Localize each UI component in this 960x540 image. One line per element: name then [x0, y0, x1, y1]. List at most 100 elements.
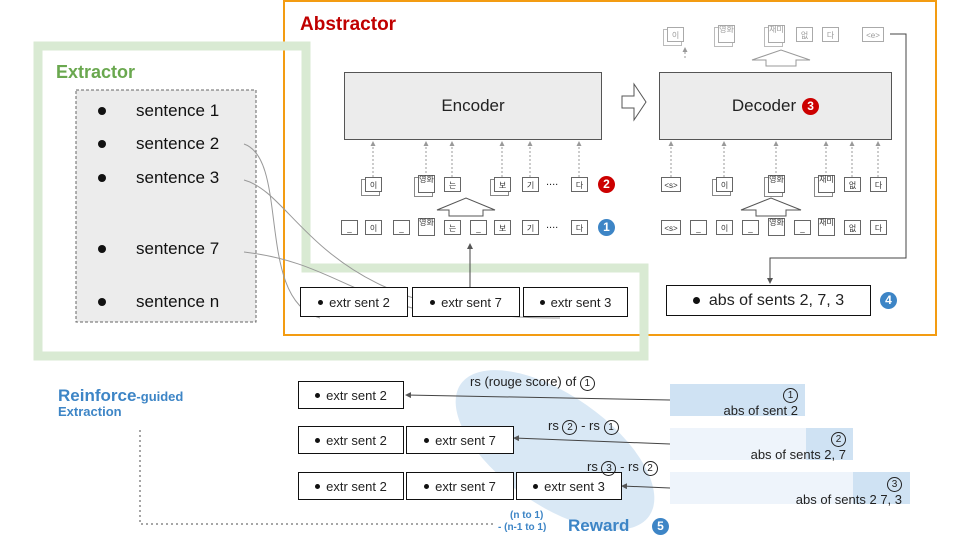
token: 영화: [768, 218, 785, 236]
circled-number: 1: [579, 376, 595, 391]
token: 영화: [418, 218, 435, 236]
rs-text: rs: [587, 459, 598, 474]
circled-number: 1: [783, 388, 798, 403]
badge-4: 4: [880, 292, 897, 309]
rl-extracted-label: extr sent 7: [435, 432, 496, 448]
extracted-box: extr sent 3: [523, 287, 628, 317]
token: _: [470, 220, 487, 235]
circled-number: 1: [603, 420, 619, 435]
circled-number: 2: [562, 420, 578, 435]
token: 재미: [818, 175, 835, 193]
reward-formula-line1: (n to 1): [510, 510, 544, 521]
bullet-icon: [315, 483, 321, 489]
token: 보: [494, 220, 511, 235]
token: 이: [716, 220, 733, 235]
sentence-item: sentence 7: [98, 239, 219, 259]
token: 이: [667, 27, 684, 42]
token: _: [341, 220, 358, 235]
bullet-icon: [539, 299, 545, 305]
bullet-icon: [424, 437, 430, 443]
extracted-label: extr sent 2: [329, 294, 390, 310]
abstractor-frame: [283, 0, 937, 336]
circled-number: 3: [887, 477, 902, 492]
ellipsis: ....: [546, 219, 559, 231]
rl-extracted-label: extr sent 2: [326, 478, 387, 494]
token: _: [393, 220, 410, 235]
badge-1: 1: [598, 219, 615, 236]
reward-formula-line2: - (n-1 to 1): [498, 522, 547, 533]
token: 없: [844, 177, 861, 192]
rl-extracted-box: extr sent 2: [298, 381, 404, 409]
token: 다: [870, 220, 887, 235]
sentence-item: sentence 2: [98, 134, 219, 154]
rl-extracted-label: extr sent 2: [326, 387, 387, 403]
reward-label: Reward: [568, 516, 630, 535]
extracted-box: extr sent 2: [300, 287, 408, 317]
bullet-icon: [98, 107, 106, 115]
reinforce-title-line2: Extraction: [58, 404, 122, 419]
abstract-result-label: abs of sents 2, 7, 3: [708, 291, 845, 309]
token: 다: [870, 177, 887, 192]
bullet-icon: [98, 140, 106, 148]
token: 는: [444, 177, 461, 192]
encoder-dashed-arrows: [370, 141, 582, 177]
bullet-icon: [98, 298, 106, 306]
reinforce-title-main: Reinforce: [58, 386, 137, 405]
rl-extracted-label: extr sent 3: [544, 478, 605, 494]
token: 영화: [768, 175, 785, 193]
bullet-icon: [692, 297, 700, 304]
token: 없: [844, 220, 861, 235]
token: 재미: [768, 25, 785, 43]
token: 영화: [718, 25, 735, 43]
row2-score-label: rs 2 - rs 1: [548, 418, 619, 435]
bullet-icon: [533, 483, 539, 489]
token: _: [690, 220, 707, 235]
token: _: [742, 220, 759, 235]
rl-extracted-box: extr sent 7: [406, 426, 514, 454]
reinforce-title-suffix: -guided: [136, 389, 184, 404]
bullet-icon: [315, 437, 321, 443]
token: 는: [444, 220, 461, 235]
circled-number: 2: [642, 461, 658, 476]
badge-2: 2: [598, 176, 615, 193]
abstractor-title: Abstractor: [300, 14, 397, 35]
badge-5: 5: [652, 518, 669, 535]
rs-text: - rs: [620, 459, 639, 474]
extractor-title: Extractor: [56, 62, 136, 82]
token: 영화: [418, 175, 435, 193]
dec-out-arrow: [751, 49, 811, 67]
extractor-frame: [33, 41, 649, 361]
reinforce-title: Reinforce-guided: [58, 386, 183, 406]
rl-extracted-label: extr sent 2: [326, 432, 387, 448]
token: 다: [822, 27, 839, 42]
token: 기: [522, 220, 539, 235]
sentence-label: sentence 7: [136, 239, 220, 258]
abs-row2-text: abs of sents 2, 7: [750, 447, 846, 462]
rl-extracted-box: extr sent 2: [298, 472, 404, 500]
row1-score-text: rs (rouge score) of: [470, 374, 577, 389]
rs-text: - rs: [581, 418, 600, 433]
extracted-box: extr sent 7: [412, 287, 520, 317]
rl-extracted-box: extr sent 2: [298, 426, 404, 454]
decoder-to-result-arrow: [767, 33, 907, 284]
bullet-icon: [430, 299, 436, 305]
bullet-icon: [98, 174, 106, 182]
encoder-label: Encoder: [441, 96, 505, 115]
rl-extracted-box: extr sent 3: [516, 472, 622, 500]
abs-bar-2-accent: [806, 428, 853, 460]
sentence-label: sentence n: [136, 292, 220, 311]
sentence-item: sentence 3: [98, 168, 219, 188]
token: <s>: [661, 220, 681, 235]
token: <e>: [862, 27, 884, 42]
extracted-label: extr sent 7: [441, 294, 502, 310]
token: 이: [365, 220, 382, 235]
circled-number: 3: [601, 461, 617, 476]
decoder-dashed-arrows: [668, 47, 881, 177]
sentence-item: sentence n: [98, 292, 219, 312]
ellipsis: ....: [546, 176, 559, 188]
abstract-result-box: abs of sents 2, 7, 3: [666, 285, 871, 316]
sentence-label: sentence 2: [136, 134, 220, 153]
